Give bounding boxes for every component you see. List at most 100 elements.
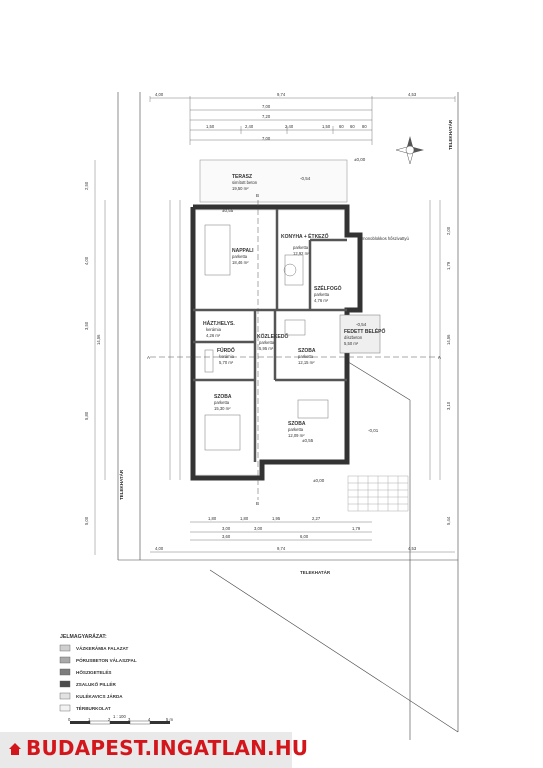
- dim-bottom-9: 9,74: [277, 546, 286, 551]
- legend-item-5: TÉRBURKOLAT: [76, 704, 111, 711]
- watermark-text: BUDAPEST.INGATLAN.HU: [26, 736, 309, 760]
- dim-top-1: 9,74: [277, 92, 286, 97]
- room-bedroom1-name: SZOBA: [298, 348, 316, 354]
- legend-swatch-3: [59, 680, 71, 688]
- dim-bottom-8: 6,00: [300, 534, 309, 539]
- wall-hatch: [196, 209, 344, 476]
- section-b-top: B: [256, 193, 259, 198]
- dim-bottom-6: 1,79: [352, 526, 361, 531]
- room-bedroom1-floor: parketta: [298, 354, 314, 359]
- dim-top-3: 7,00: [262, 104, 271, 109]
- dimension-lines-side: [94, 160, 441, 555]
- legend-item-4: KULÉKAVICS JÁRDA: [76, 692, 123, 699]
- dim-top-12: 80: [362, 124, 367, 129]
- dim-left-3: 5,80: [84, 411, 89, 420]
- room-kitchen-area: 12,92 m²: [293, 251, 310, 256]
- dim-top-10: 60: [339, 124, 344, 129]
- terrace-area-value: 19,50 m²: [232, 186, 249, 191]
- room-hall-name: KÖZLEKEDŐ: [257, 333, 289, 340]
- dim-top-0: 4,00: [155, 92, 164, 97]
- room-bedroom1-area: 12,15 m²: [298, 360, 315, 365]
- dim-left-2: 3,50: [84, 321, 89, 330]
- dim-left-1: 4,00: [84, 256, 89, 265]
- dim-right-3: 3,10: [446, 401, 451, 410]
- room-bedroom2-area: 15,30 m²: [214, 406, 231, 411]
- terrace-floor: simított beton: [232, 180, 258, 185]
- level-bedroom: ±0,55: [302, 438, 314, 443]
- room-bath-area: 5,70 m²: [219, 360, 234, 365]
- dim-bottom-2: 1,95: [272, 516, 281, 521]
- dim-bottom-4: 3,00: [222, 526, 231, 531]
- section-a-left: A: [147, 355, 150, 360]
- dim-right-5: 5,44: [446, 516, 451, 525]
- dim-bottom-1: 1,80: [240, 516, 249, 521]
- dim-right-4: 14,56: [446, 334, 451, 345]
- legend-swatch-0: [59, 644, 71, 652]
- room-utility-floor: kerámia: [206, 327, 222, 332]
- scale-tick-5: 5 m: [166, 717, 173, 722]
- dimension-lines-top: [149, 96, 456, 145]
- dim-right-1: 1,79: [446, 261, 451, 270]
- room-bath-name: FÜRDŐ: [217, 347, 235, 354]
- covered-entrance: [339, 314, 381, 354]
- north-arrow-icon: [395, 136, 424, 165]
- legend-item-1: PÓRUSBETON VÁLASZFAL: [76, 656, 137, 663]
- level-entrance: -0,54: [356, 322, 367, 327]
- interior-walls: [193, 209, 347, 462]
- room-vestibule-area: 4,76 m²: [314, 298, 329, 303]
- dim-bottom-0: 1,80: [208, 516, 217, 521]
- scale-tick-3: 3: [128, 717, 131, 722]
- legend-swatch-5: [59, 704, 71, 712]
- dim-top-6: 2,40: [245, 124, 254, 129]
- legend-title: JELMAGYARÁZAT:: [60, 633, 107, 640]
- scale-tick-2: 2: [108, 717, 111, 722]
- terrace-area: [199, 159, 348, 203]
- legend-list: VÁZKERÁMIA FALAZAT PÓRUSBETON VÁLASZFAL …: [59, 644, 137, 712]
- room-hall-floor: parketta: [259, 340, 275, 345]
- room-bedroom2-name: SZOBA: [214, 394, 232, 400]
- dim-top-11: 60: [350, 124, 355, 129]
- level-ground-top: ±0,00: [354, 157, 366, 162]
- dim-left-6: 5,00: [84, 516, 89, 525]
- furniture: [204, 224, 329, 451]
- legend-swatch-2: [59, 668, 71, 676]
- dim-right-0: 2,00: [446, 226, 451, 235]
- dimension-lines-bottom: [150, 521, 455, 553]
- dim-left-0: 2,50: [84, 181, 89, 190]
- legend-item-3: ZSALUKŐ PILLÉR: [76, 680, 116, 687]
- room-kitchen-floor: parketta: [293, 245, 309, 250]
- dim-bottom-7: 3,60: [222, 534, 231, 539]
- level-garden: -0,01: [368, 428, 379, 433]
- room-bedroom3-area: 12,09 m²: [288, 433, 305, 438]
- dim-top-5: 1,50: [206, 124, 215, 129]
- room-vestibule-floor: parketta: [314, 292, 330, 297]
- dim-bottom-10: 4,53: [408, 546, 417, 551]
- level-living: ±0,55: [222, 208, 234, 213]
- level-terrace: -0,54: [300, 176, 311, 181]
- legend-item-0: VÁZKERÁMIA FALAZAT: [76, 645, 129, 651]
- house-logo-icon: [9, 743, 21, 755]
- dim-bottom-5: 3,00: [254, 526, 263, 531]
- dim-top-8: 1,50: [322, 124, 331, 129]
- scale-bar: [70, 720, 170, 725]
- room-bedroom3-name: SZOBA: [288, 421, 306, 427]
- room-bedroom3-floor: parketta: [288, 427, 304, 432]
- dim-top-7: 2,40: [285, 124, 294, 129]
- watermark: BUDAPEST.INGATLAN.HU: [8, 736, 308, 760]
- level-ground-bottom: ±0,00: [313, 478, 325, 483]
- room-living-area: 18,46 m²: [232, 260, 249, 265]
- room-living-floor: parketta: [232, 254, 248, 259]
- dim-bottom-3: 2,27: [312, 516, 321, 521]
- heat-pump-note: monoblokkos hőszivattyú: [362, 236, 409, 241]
- dim-top-4: 7,20: [262, 114, 271, 119]
- scale-tick-4: 4: [148, 717, 151, 722]
- boundary-label-right: TELEKHATÁR: [447, 119, 453, 150]
- room-hall-area: 5,95 m²: [259, 346, 274, 351]
- boundary-label-left: TELEKHATÁR: [118, 469, 124, 500]
- room-utility-name: HÁZT.HELYS.: [203, 320, 235, 327]
- boundary-label-bottom: TELEKHATÁR: [300, 569, 331, 575]
- paving-hatch: [347, 475, 409, 512]
- legend-swatch-4: [59, 692, 71, 700]
- scale-tick-0: 0: [68, 717, 71, 722]
- room-entrance-name: FEDETT BELÉPŐ: [344, 327, 386, 335]
